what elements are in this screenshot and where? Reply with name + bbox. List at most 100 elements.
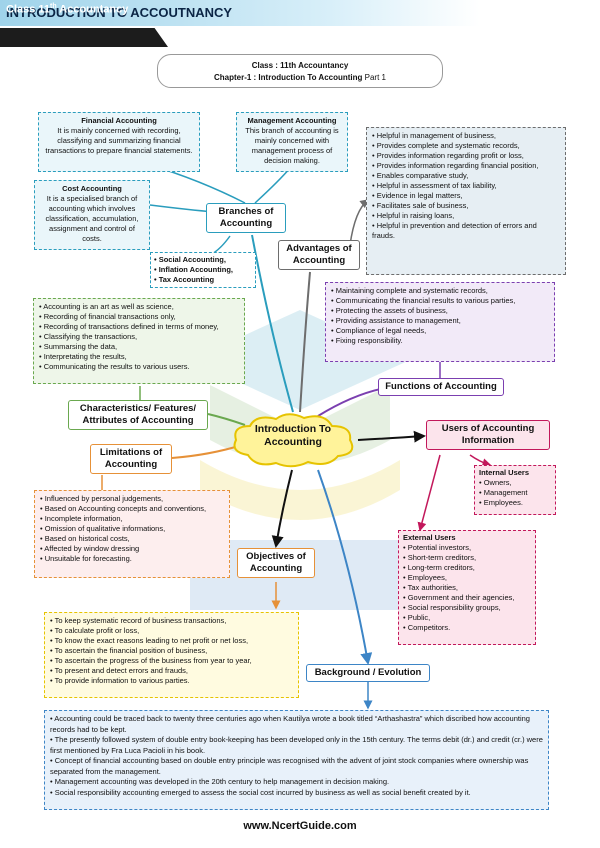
class-title: Class 11th Accountancy — [6, 3, 129, 16]
list-item: Management accounting was developed in t… — [50, 777, 543, 788]
functions-of-accounting-label: Functions of Accounting — [378, 378, 504, 396]
link-center-advantages — [299, 271, 311, 413]
list-item: To keep systematic record of business tr… — [50, 616, 293, 626]
management-accounting-box: Management Accounting This branch of acc… — [236, 112, 348, 172]
footer-website: www.NcertGuide.com — [243, 820, 357, 832]
list-item: The presently followed system of double … — [50, 735, 543, 756]
list-item: Social responsibility groups, — [403, 603, 531, 613]
link-center-objectives — [271, 469, 293, 548]
chapter-info-box: Class : 11th Accountancy Chapter-1 : Int… — [157, 54, 443, 88]
list-item: Public, — [403, 613, 531, 623]
link-center-background — [317, 469, 373, 665]
characteristics-list-box: Accounting is an art as well as science,… — [33, 298, 245, 384]
list-item: Provides information regarding financial… — [372, 161, 560, 171]
link-users-internal — [469, 454, 492, 468]
management-accounting-title: Management Accounting — [247, 116, 337, 125]
list-item: Short-term creditors, — [403, 553, 531, 563]
list-item: Concept of financial accounting based on… — [50, 756, 543, 777]
functions-list-box: Maintaining complete and systematic reco… — [325, 282, 555, 362]
link-users-external — [417, 454, 441, 532]
list-item: Accounting could be traced back to twent… — [50, 714, 543, 735]
list-item: Competitors. — [403, 623, 531, 633]
link-advantages-items — [349, 199, 370, 246]
financial-accounting-box: Financial Accounting It is mainly concer… — [38, 112, 200, 172]
title-bar: INTRODUCTION TO ACCOUTNANCY — [0, 0, 600, 26]
list-item: Long-term creditors, — [403, 563, 531, 573]
link-center-users — [357, 430, 426, 443]
list-item: Communicating the financial results to v… — [331, 296, 549, 306]
chapter-class-line: Class : 11th Accountancy — [251, 61, 349, 70]
list-item: To calculate profit or loss, — [50, 626, 293, 636]
list-item: Interpretating the results, — [39, 352, 239, 362]
list-item: Compliance of legal needs, — [331, 326, 549, 336]
list-item: Helpful in assessment of tax liability, — [372, 181, 560, 191]
list-item: Employees, — [403, 573, 531, 583]
list-item: Social responsibility accounting emerged… — [50, 788, 543, 799]
list-item: Evidence in legal matters, — [372, 191, 560, 201]
list-item: Communicating the results to various use… — [39, 362, 239, 372]
list-item: Recording of financial transactions only… — [39, 312, 239, 322]
list-item: Provides information regarding profit or… — [372, 151, 560, 161]
list-item: To ascertain the financial position of b… — [50, 646, 293, 656]
list-item: Fixing responsibility. — [331, 336, 549, 346]
class-bar — [0, 28, 168, 47]
list-item: Social Accounting, — [154, 255, 252, 265]
list-item: Inflation Accounting, — [154, 265, 252, 275]
list-item: Accounting is an art as well as science, — [39, 302, 239, 312]
cloud-icon — [233, 413, 354, 468]
list-item: To present and detect errors and frauds, — [50, 666, 293, 676]
list-item: Owners, — [479, 478, 551, 488]
list-item: Incomplete information, — [40, 514, 224, 524]
list-item: Protecting the assets of business, — [331, 306, 549, 316]
link-branches-management — [254, 167, 291, 204]
list-item: Management — [479, 488, 551, 498]
list-item: Recording of transactions defined in ter… — [39, 322, 239, 332]
link-center-branches — [251, 234, 294, 413]
internal-users-box: Internal Users Owners,ManagementEmployee… — [474, 465, 556, 515]
financial-accounting-text: It is mainly concerned with recording, c… — [45, 126, 193, 155]
list-item: Enables comparative study, — [372, 171, 560, 181]
list-item: Unsuitable for forecasting. — [40, 554, 224, 564]
list-item: Providing assistance to management, — [331, 316, 549, 326]
cost-accounting-title: Cost Accounting — [62, 184, 122, 193]
list-item: Facilitates sale of business, — [372, 201, 560, 211]
limitations-list-box: Influenced by personal judgements,Based … — [34, 490, 230, 578]
list-item: Based on Accounting concepts and convent… — [40, 504, 224, 514]
list-item: Potential investors, — [403, 543, 531, 553]
external-users-box: External Users Potential investors,Short… — [398, 530, 536, 645]
list-item: Affected by window dressing — [40, 544, 224, 554]
internal-users-title: Internal Users — [479, 468, 530, 477]
list-item: To know the exact reasons leading to net… — [50, 636, 293, 646]
financial-accounting-title: Financial Accounting — [81, 116, 157, 125]
list-item: Provides complete and systematic records… — [372, 141, 560, 151]
list-item: Tax authorities, — [403, 583, 531, 593]
list-item: Influenced by personal judgements, — [40, 494, 224, 504]
characteristics-label: Characteristics/ Features/Attributes of … — [68, 400, 208, 430]
list-item: Helpful in prevention and detection of e… — [372, 221, 560, 241]
advantages-list-box: Helpful in management of business,Provid… — [366, 127, 566, 275]
external-users-title: External Users — [403, 533, 456, 542]
chapter-name-line: Chapter-1 : Introduction To Accounting P… — [213, 73, 386, 82]
management-accounting-text: This branch of accounting is mainly conc… — [245, 126, 339, 165]
page-title: INTRODUCTION TO ACCOUTNANCY — [6, 5, 233, 20]
other-branches-box: Social Accounting, Inflation Accounting,… — [150, 252, 256, 288]
list-item: Helpful in raising loans, — [372, 211, 560, 221]
list-item: Omission of qualitative informations, — [40, 524, 224, 534]
link-center-characteristics — [207, 413, 246, 426]
list-item: Tax Accounting — [154, 275, 252, 285]
background-evolution-label: Background / Evolution — [306, 664, 430, 682]
list-item: Maintaining complete and systematic reco… — [331, 286, 549, 296]
list-item: Classifying the transactions, — [39, 332, 239, 342]
list-item: Government and their agencies, — [403, 593, 531, 603]
background-list-box: Accounting could be traced back to twent… — [44, 710, 549, 810]
list-item: To provide information to various partie… — [50, 676, 293, 686]
cost-accounting-text: It is a specialised branch of accounting… — [45, 194, 139, 243]
objectives-list-box: To keep systematic record of business tr… — [44, 612, 299, 698]
list-item: Helpful in management of business, — [372, 131, 560, 141]
